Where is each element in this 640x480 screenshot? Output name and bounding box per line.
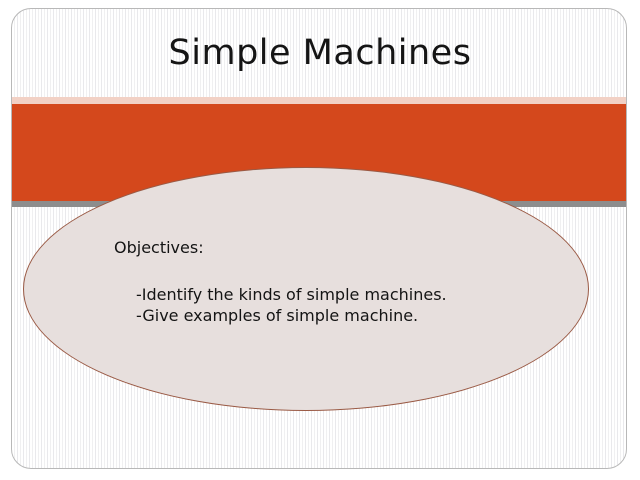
- objective-item-1: -Identify the kinds of simple machines.: [136, 285, 447, 305]
- slide-title: Simple Machines: [168, 32, 472, 73]
- objectives-list: -Identify the kinds of simple machines. …: [114, 285, 544, 327]
- objectives-block: Objectives: -Identify the kinds of simpl…: [114, 238, 544, 327]
- content-ellipse: Objectives: -Identify the kinds of simpl…: [23, 167, 589, 411]
- slide-title-area: Simple Machines: [12, 9, 626, 97]
- slide-frame: Simple Machines Objectives: -Identify th…: [11, 8, 627, 469]
- objectives-heading: Objectives:: [114, 238, 204, 257]
- objective-item-2: -Give examples of simple machine.: [136, 305, 419, 325]
- decorative-pink-band: [12, 97, 626, 104]
